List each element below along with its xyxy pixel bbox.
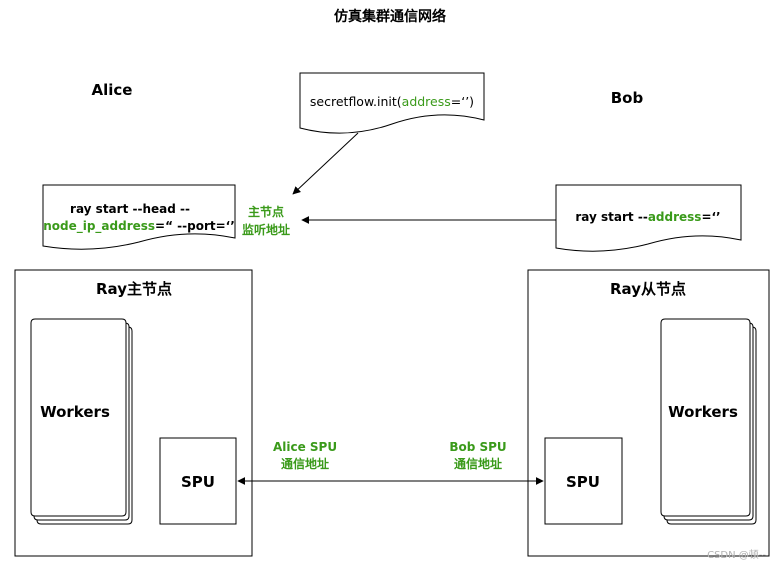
- init-suffix: =‘’): [451, 94, 474, 109]
- bob-spu-comm-line1: Bob SPU: [449, 440, 506, 454]
- bob-ray-start-box: ray start --address=‘’: [555, 184, 742, 252]
- bob-spu-label: SPU: [566, 473, 600, 491]
- alice-cmd-middle: =“ --port=‘’: [155, 219, 235, 233]
- alice-node-title: Ray主节点: [96, 280, 172, 298]
- svg-text:secretflow.init(address=‘’): secretflow.init(address=‘’): [310, 94, 474, 109]
- bob-workers-stack: [660, 318, 757, 525]
- bob-cmd-suffix: =‘’: [701, 210, 720, 224]
- bob-spu-box: [544, 437, 623, 525]
- bob-ray-worker-node: Ray从节点 Workers SPU: [527, 269, 770, 557]
- diagram-title: 仿真集群通信网络: [334, 8, 446, 25]
- init-keyword: address: [402, 94, 451, 109]
- head-listen-label-line2: 监听地址: [242, 222, 290, 237]
- bob-spu-comm-line2: 通信地址: [454, 456, 502, 471]
- alice-cmd-keyword: node_ip_address: [43, 219, 155, 234]
- alice-label: Alice: [92, 81, 133, 99]
- svg-text:node_ip_address=“ --port=‘’: node_ip_address=“ --port=‘’: [43, 219, 235, 234]
- alice-cmd-line1: ray start --head --: [70, 202, 190, 216]
- alice-ray-start-box: ray start --head -- node_ip_address=“ --…: [42, 184, 236, 250]
- bob-cmd-keyword: address: [648, 210, 702, 224]
- bob-label: Bob: [611, 89, 644, 107]
- init-to-head-arrow: [292, 132, 359, 195]
- init-document-box: secretflow.init(address=‘’): [299, 72, 485, 134]
- csdn-watermark: CSDN @顿--: [707, 548, 766, 561]
- head-listen-label-line1: 主节点: [248, 204, 284, 219]
- init-prefix: secretflow.init(: [310, 94, 402, 109]
- bob-workers-label: Workers: [668, 403, 738, 421]
- alice-spu-comm-line2: 通信地址: [281, 456, 329, 471]
- alice-ray-head-node: Ray主节点 Workers SPU: [14, 269, 253, 557]
- alice-spu-comm-line1: Alice SPU: [273, 440, 337, 454]
- alice-spu-label: SPU: [181, 473, 215, 491]
- alice-workers-stack: [30, 318, 133, 525]
- bob-cmd-prefix: ray start --: [575, 210, 647, 224]
- alice-spu-box: [159, 437, 237, 525]
- svg-text:ray start --address=‘’: ray start --address=‘’: [575, 210, 720, 224]
- bob-node-title: Ray从节点: [610, 280, 686, 298]
- alice-workers-label: Workers: [40, 403, 110, 421]
